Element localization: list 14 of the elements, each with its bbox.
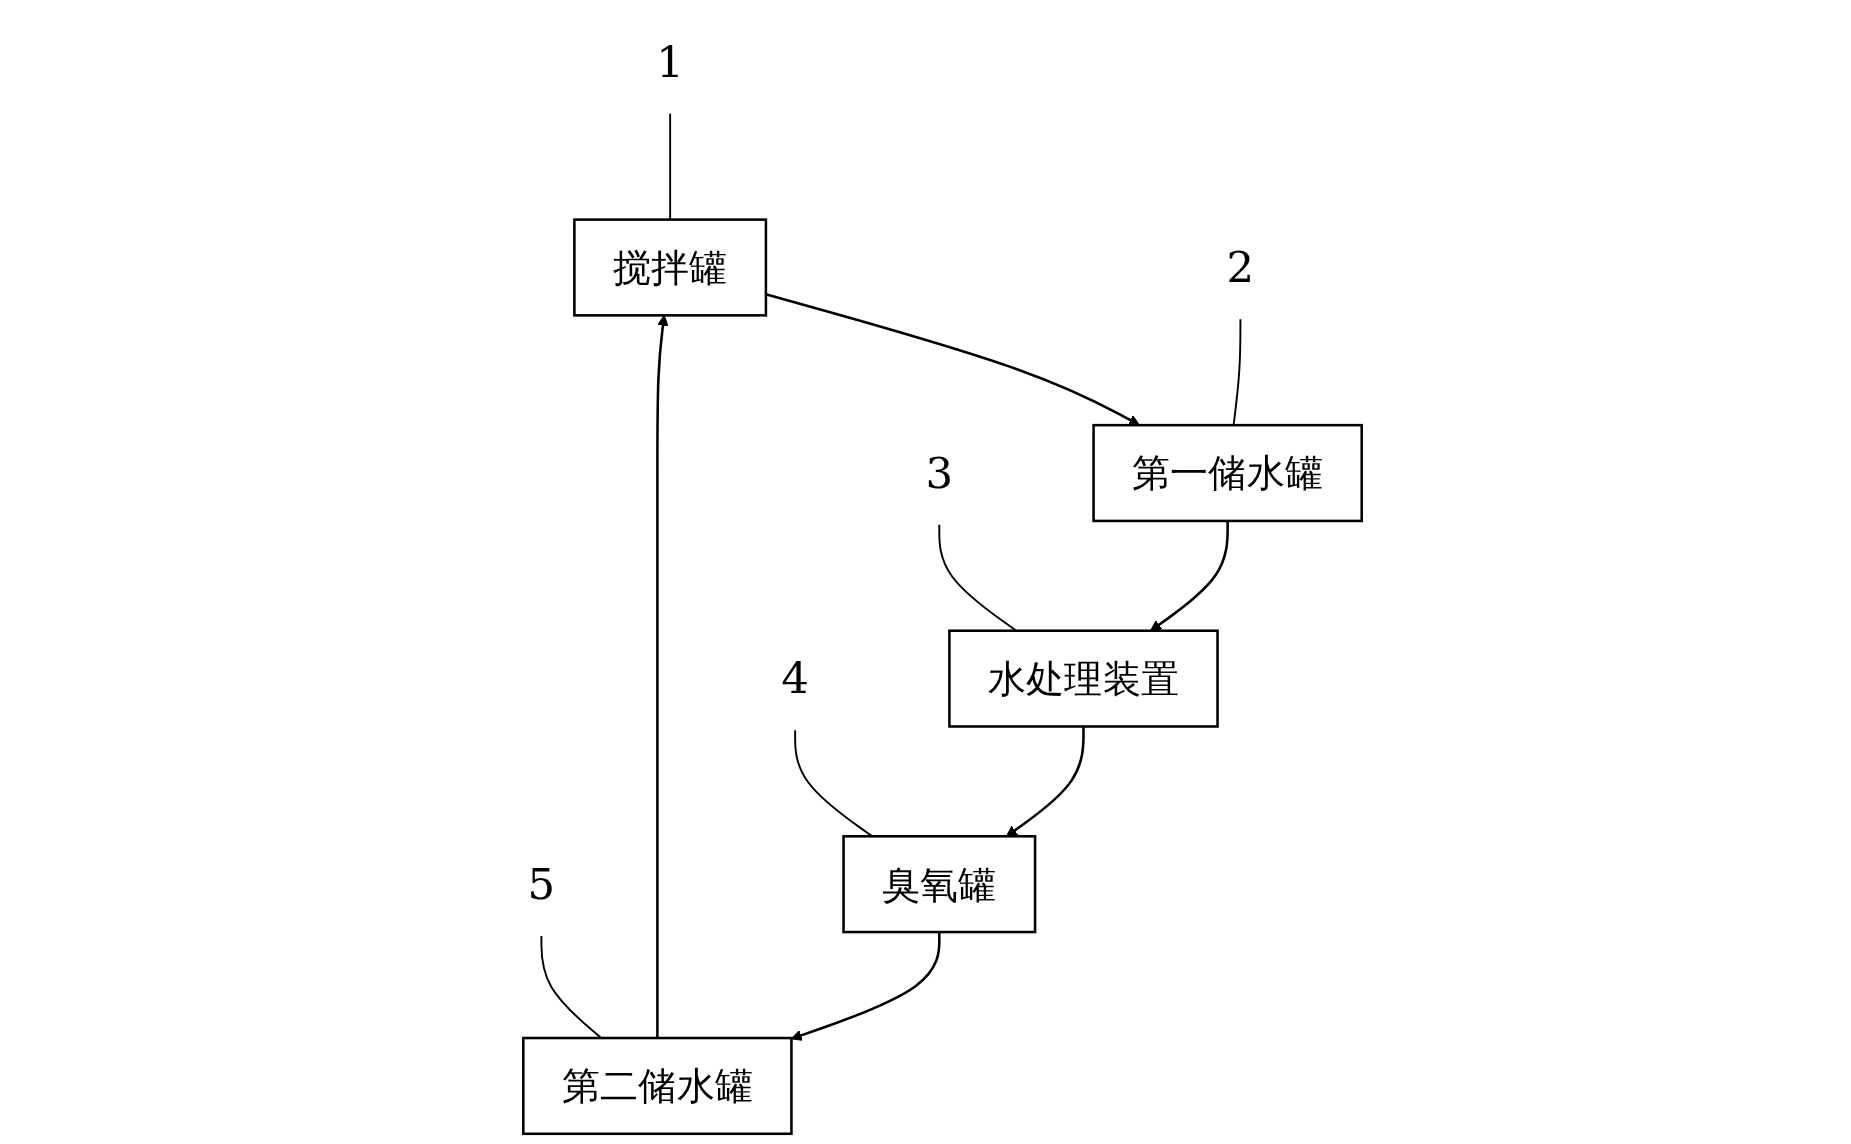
node-text: 4 — [781, 652, 809, 704]
node-text: 2 — [1226, 241, 1255, 293]
connector — [540, 934, 603, 1039]
node-box: 水处理装置 — [948, 629, 1219, 728]
node-box: 第二储水罐 — [522, 1036, 793, 1136]
arrow — [765, 293, 1140, 426]
node-box: 第一储水罐 — [1092, 423, 1363, 523]
node-box: 臭氧罐 — [842, 835, 1037, 934]
node-text: 5 — [527, 858, 556, 910]
arrow — [1005, 726, 1085, 837]
arrow — [790, 932, 941, 1041]
node-text: 1 — [656, 35, 684, 87]
node-box: 搅拌罐 — [573, 218, 768, 317]
node-text: 3 — [925, 446, 954, 498]
